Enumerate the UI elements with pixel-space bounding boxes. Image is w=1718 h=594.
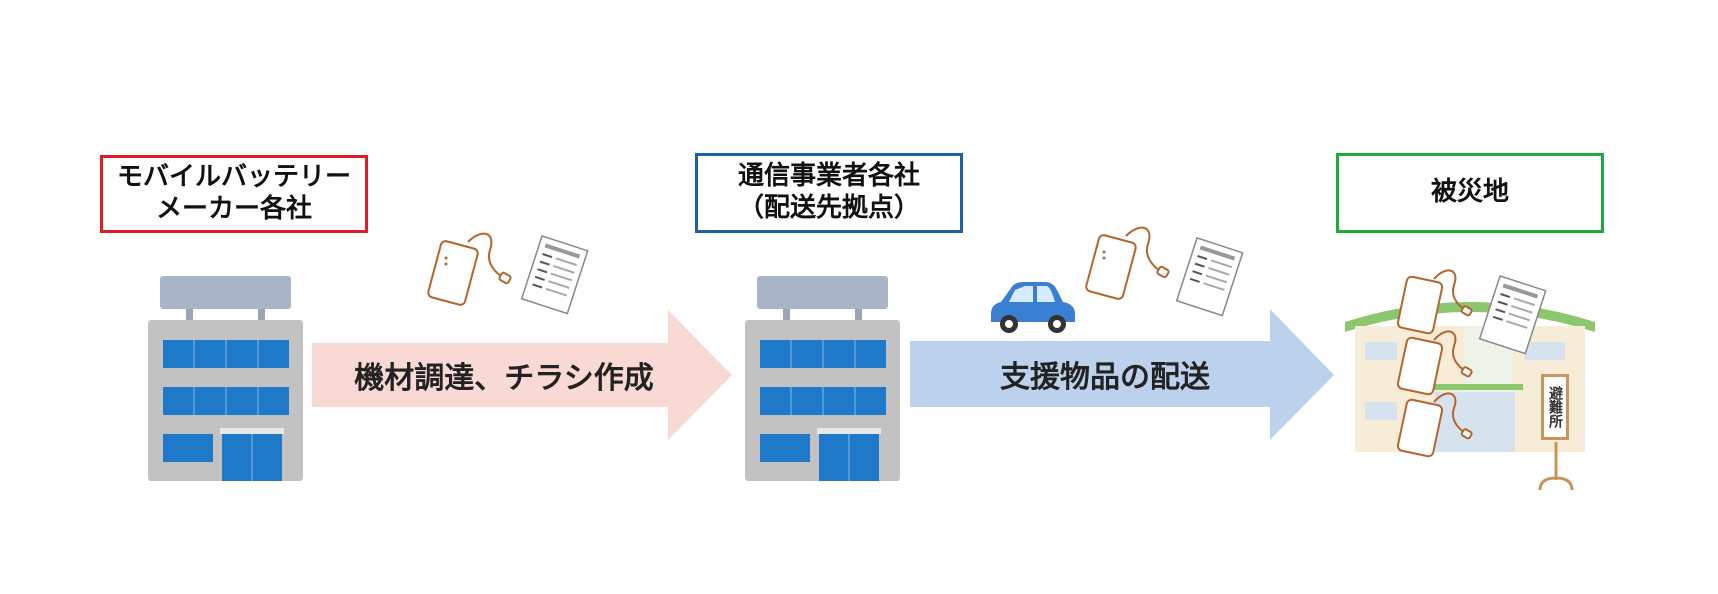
- arrow-procurement-label: 機材調達、チラシ作成: [354, 361, 654, 396]
- shelter-sign-post: [1538, 442, 1574, 491]
- node-battery-makers: モバイルバッテリー メーカー各社: [100, 155, 368, 233]
- node-telecom-carriers-line2: （配送先拠点）: [737, 193, 920, 223]
- node-disaster-area-line1: 被災地: [1430, 177, 1509, 208]
- power-bank-icon: [1396, 269, 1473, 335]
- power-bank-icon: [1396, 392, 1473, 458]
- flyer-icon: [1478, 275, 1547, 355]
- shelter-sign: 避難所: [1541, 374, 1569, 440]
- building-icon: [745, 276, 900, 481]
- power-bank-icon: [1085, 226, 1170, 300]
- flyer-icon: [520, 235, 589, 315]
- arrow-procurement: [312, 310, 732, 440]
- shelter-sign-text: 避難所: [1547, 386, 1563, 428]
- building-icon: [148, 276, 303, 481]
- node-telecom-carriers-line1: 通信事業者各社: [737, 161, 920, 192]
- node-disaster-area: 被災地: [1336, 153, 1604, 233]
- power-bank-icon: [1396, 330, 1473, 396]
- car-icon: [991, 282, 1075, 333]
- node-battery-makers-line2: メーカー各社: [155, 194, 312, 224]
- arrow-delivery-label: 支援物品の配送: [1000, 360, 1210, 395]
- power-bank-icon: [427, 232, 512, 306]
- node-battery-makers-line1: モバイルバッテリー: [116, 162, 351, 193]
- flyer-icon: [1175, 237, 1244, 317]
- arrow-delivery: [910, 309, 1334, 440]
- node-telecom-carriers: 通信事業者各社 （配送先拠点）: [695, 153, 963, 233]
